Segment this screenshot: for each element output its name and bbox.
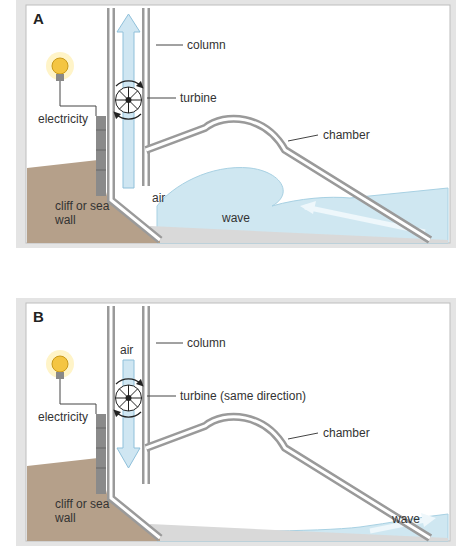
- panel-letter: B: [33, 308, 44, 325]
- part-label: cliff or sea wall: [55, 497, 111, 525]
- part-label: chamber: [323, 426, 370, 440]
- part-label: electricity: [38, 410, 88, 424]
- part-label: chamber: [323, 128, 370, 142]
- part-label: wave: [392, 512, 420, 526]
- part-label: turbine: [180, 91, 217, 105]
- part-label: column: [187, 38, 226, 52]
- part-label: electricity: [38, 112, 88, 126]
- part-label: turbine (same direction): [180, 389, 306, 403]
- panel-b-art: [16, 298, 456, 546]
- panel-a-art: [16, 0, 456, 248]
- part-label: column: [187, 336, 226, 350]
- part-label: cliff or sea wall: [55, 199, 111, 227]
- panel-letter: A: [33, 10, 44, 27]
- part-label: air: [152, 191, 165, 205]
- part-label: wave: [222, 211, 250, 225]
- part-label: air: [120, 343, 133, 357]
